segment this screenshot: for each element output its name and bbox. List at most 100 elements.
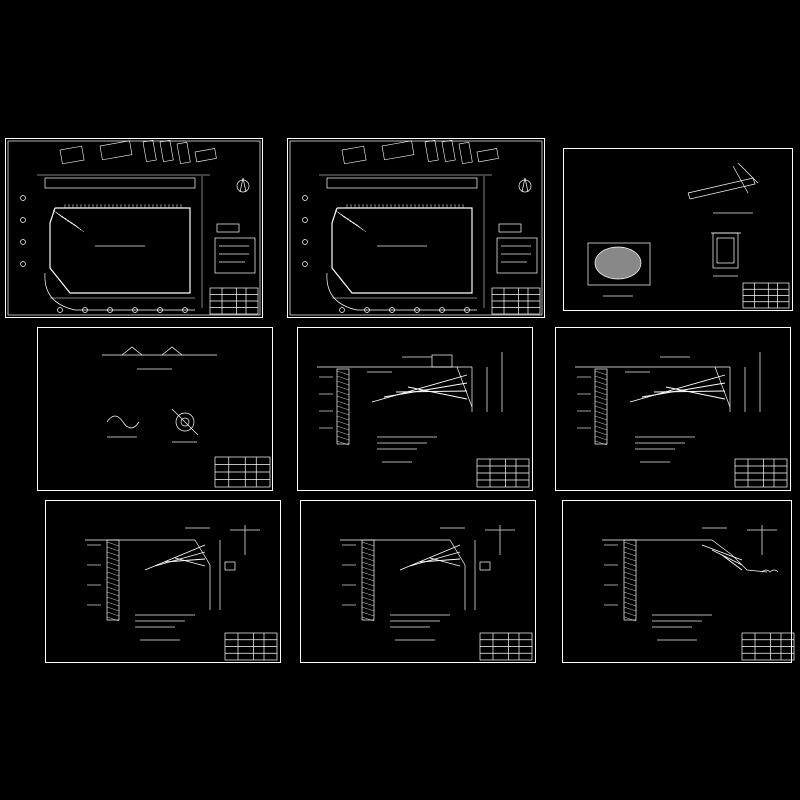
north-arrow-icon <box>521 177 529 193</box>
soil-hatch <box>594 405 608 411</box>
slope-profile <box>711 539 768 573</box>
soil-hatch <box>106 601 120 607</box>
anchor-rod <box>641 382 726 398</box>
soil-hatch <box>336 415 350 421</box>
soil-hatch <box>361 611 375 617</box>
small-box <box>224 561 236 571</box>
soil-hatch <box>361 581 375 587</box>
anchor-rod <box>701 544 743 561</box>
sheet-section-2 <box>555 327 791 491</box>
ground-wave <box>761 569 779 573</box>
corner-hatch <box>61 215 73 225</box>
building-outline <box>476 148 499 163</box>
north-arrow-icon <box>239 177 247 193</box>
corner-hatch <box>349 219 361 229</box>
small-box <box>479 561 491 571</box>
building-outline <box>99 140 133 161</box>
soil-hatch <box>106 541 120 547</box>
soil-hatch <box>106 571 120 577</box>
wall-slope <box>456 366 473 408</box>
curved-road <box>326 272 477 311</box>
axis-bubble <box>20 195 26 201</box>
profile-bump <box>161 346 183 356</box>
corner-hatch <box>346 217 358 227</box>
axis-bubble <box>439 307 445 313</box>
sheet-detail-2 <box>37 327 273 491</box>
soil-hatch <box>361 606 375 612</box>
soil-hatch <box>594 430 608 436</box>
soil-hatch <box>623 581 637 587</box>
corner-hatch <box>70 221 82 231</box>
profile-bump <box>121 346 143 356</box>
soil-hatch <box>594 420 608 426</box>
soil-hatch <box>106 586 120 592</box>
soil-hatch <box>106 606 120 612</box>
soil-hatch <box>106 546 120 552</box>
corner-hatch <box>355 223 367 233</box>
soil-hatch <box>106 561 120 567</box>
diagonal-member <box>687 177 756 200</box>
soil-hatch <box>623 576 637 582</box>
soil-hatch <box>361 571 375 577</box>
road-band <box>326 177 478 189</box>
soil-hatch <box>594 370 608 376</box>
soil-hatch <box>623 591 637 597</box>
soil-hatch <box>106 611 120 617</box>
soil-hatch <box>594 380 608 386</box>
road-band <box>44 177 196 189</box>
notes-box <box>496 237 538 274</box>
axis-bubble <box>20 261 26 267</box>
soil-column <box>361 539 375 621</box>
axis-bubble <box>302 217 308 223</box>
sheet-section-5 <box>562 500 792 663</box>
soil-hatch <box>336 400 350 406</box>
soil-hatch <box>336 410 350 416</box>
building-outline <box>381 140 415 161</box>
soil-hatch <box>336 395 350 401</box>
building-outline <box>194 148 217 163</box>
soil-column <box>106 539 120 621</box>
axis-bubble <box>302 239 308 245</box>
soil-hatch <box>106 581 120 587</box>
soil-hatch <box>361 551 375 557</box>
header-box <box>431 354 453 368</box>
soil-hatch <box>594 400 608 406</box>
soil-hatch <box>106 566 120 572</box>
diagonal-crossline <box>737 162 759 184</box>
axis-bubble <box>414 307 420 313</box>
building-outline <box>458 141 473 165</box>
curved-road <box>44 272 195 311</box>
retaining-wall <box>449 539 466 610</box>
corner-hatch <box>55 211 67 221</box>
soil-hatch <box>623 611 637 617</box>
sheet-section-3 <box>45 500 281 663</box>
soil-hatch <box>336 370 350 376</box>
corner-hatch <box>337 211 349 221</box>
small-building <box>498 223 522 233</box>
soil-hatch <box>106 556 120 562</box>
sheet-section-1 <box>297 327 533 491</box>
axis-bubble <box>302 195 308 201</box>
wave-detail <box>106 415 140 429</box>
soil-hatch <box>623 566 637 572</box>
anchor-rod <box>721 554 743 571</box>
soil-hatch <box>594 395 608 401</box>
axis-bubble <box>302 261 308 267</box>
corner-hatch <box>64 217 76 227</box>
soil-hatch <box>361 546 375 552</box>
axis-bubble <box>107 307 113 313</box>
north-arrow-circle-icon <box>518 179 532 193</box>
corner-hatch <box>340 213 352 223</box>
soil-hatch <box>361 541 375 547</box>
anchor-rod <box>371 374 468 403</box>
soil-column <box>336 368 350 445</box>
axis-bubble <box>20 217 26 223</box>
soil-hatch <box>623 616 637 622</box>
building-outline <box>159 139 174 163</box>
building-outline <box>441 139 456 163</box>
soil-hatch <box>623 551 637 557</box>
soil-hatch <box>361 601 375 607</box>
building-outline <box>424 139 439 163</box>
small-building <box>216 223 240 233</box>
soil-hatch <box>623 546 637 552</box>
